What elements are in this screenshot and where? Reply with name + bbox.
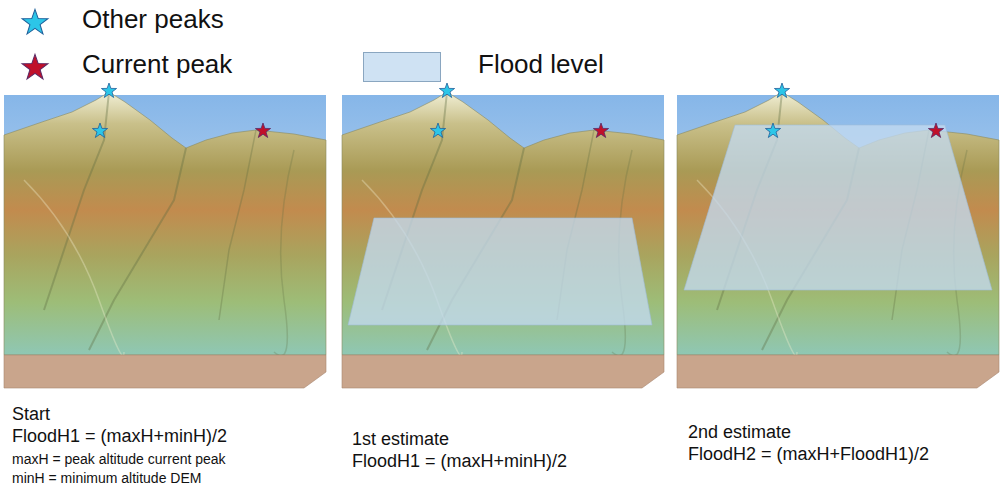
- terrain-block: [342, 92, 664, 388]
- legend-text: Flood level: [478, 50, 604, 80]
- legend-star: [22, 9, 48, 34]
- caption-text: FloodH1 = (maxH+minH)/2: [12, 426, 227, 447]
- legend-swatch: [363, 52, 441, 82]
- peak-stars: [92, 83, 270, 138]
- caption-text: 2nd estimate: [688, 422, 791, 443]
- terrain-block: [677, 92, 999, 388]
- peak-stars: [430, 83, 608, 138]
- terrain-block: [4, 92, 326, 388]
- caption-text: 1st estimate: [352, 429, 449, 450]
- flood-plane: [348, 218, 652, 325]
- caption-text: maxH = peak altitude current peak: [12, 451, 226, 467]
- caption-text: minH = minimum altitude DEM: [12, 470, 201, 486]
- flood-plane: [684, 125, 992, 290]
- legend-star: [22, 54, 48, 79]
- legend-text: Current peak: [82, 50, 232, 80]
- peak-stars: [765, 83, 943, 138]
- legend-text: Other peaks: [82, 5, 224, 35]
- caption-text: FloodH2 = (maxH+FloodH1)/2: [688, 444, 929, 465]
- caption-text: Start: [12, 404, 50, 425]
- caption-text: FloodH1 = (maxH+minH)/2: [352, 451, 567, 472]
